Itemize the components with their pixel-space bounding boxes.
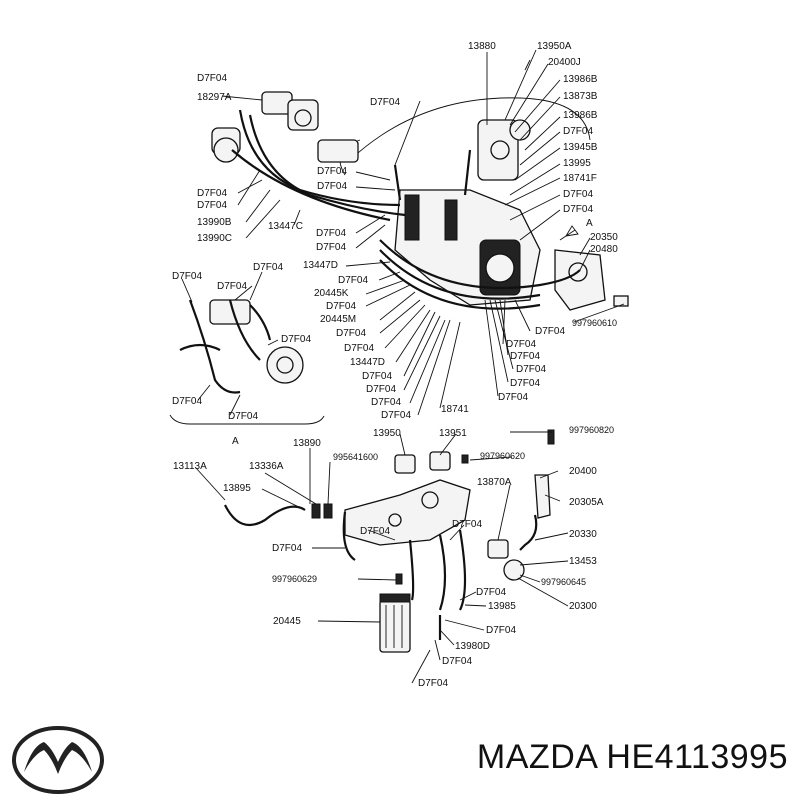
callout-label: A: [232, 436, 239, 447]
callout-label: D7F04: [281, 334, 311, 345]
callout-label: 997960645: [541, 577, 586, 587]
callout-label: 20445K: [314, 288, 349, 299]
callout-label: D7F04: [510, 378, 540, 389]
callout-label: 20445: [273, 616, 301, 627]
callout-label: 20305A: [569, 497, 604, 508]
callout-label: 997960620: [480, 451, 525, 461]
callout-label: 13447D: [350, 357, 385, 368]
callout-label: D7F04: [486, 625, 516, 636]
part-number: HE4113995: [606, 738, 788, 776]
callout-label: 13447D: [303, 260, 338, 271]
callout-label: 20480: [590, 244, 618, 255]
callout-label: 13880: [468, 41, 496, 52]
callout-label: 995641600: [333, 452, 378, 462]
callout-label: D7F04: [418, 678, 448, 689]
callout-label: D7F04: [172, 271, 202, 282]
callout-label: D7F04: [316, 242, 346, 253]
callout-label: 997960629: [272, 574, 317, 584]
main-assembly-drawing: [211, 59, 629, 311]
callout-label: 13995: [563, 158, 591, 169]
callout-label: D7F04: [510, 351, 540, 362]
callout-label: D7F04: [362, 371, 392, 382]
callout-label: D7F04: [516, 364, 546, 375]
callout-labels: D7F04 18297A D7F04 13880 13950A 20400J 1…: [172, 41, 618, 689]
callout-label: 13870A: [477, 477, 512, 488]
callout-label: D7F04: [381, 410, 411, 421]
callout-label: 13895: [223, 483, 251, 494]
callout-label: D7F04: [272, 543, 302, 554]
callout-label: 13950A: [537, 41, 572, 52]
callout-label: 20400J: [548, 57, 581, 68]
callout-label: 18741F: [563, 173, 597, 184]
callout-label: D7F04: [326, 301, 356, 312]
callout-label: D7F04: [563, 204, 593, 215]
callout-label: 13980D: [455, 641, 490, 652]
callout-label: 18297A: [197, 92, 232, 103]
callout-label: D7F04: [452, 519, 482, 530]
detail-a-drawing: [169, 299, 325, 425]
callout-label: D7F04: [498, 392, 528, 403]
callout-label: 13453: [569, 556, 597, 567]
callout-label: 13890: [293, 438, 321, 449]
callout-label: 20400: [569, 466, 597, 477]
callout-label: D7F04: [253, 262, 283, 273]
callout-label: D7F04: [366, 384, 396, 395]
callout-label: D7F04: [197, 188, 227, 199]
callout-label: D7F04: [344, 343, 374, 354]
callout-label: 13951: [439, 428, 467, 439]
callout-label: 13447C: [268, 221, 303, 232]
callout-label: 13990C: [197, 233, 232, 244]
callout-label: D7F04: [172, 396, 202, 407]
callout-label: 13986B: [563, 110, 598, 121]
callout-label: D7F04: [563, 126, 593, 137]
callout-label: D7F04: [506, 339, 536, 350]
leader-lines: [181, 49, 625, 684]
callout-label: 13990B: [197, 217, 232, 228]
callout-label: 997960820: [569, 425, 614, 435]
callout-label: D7F04: [442, 656, 472, 667]
callout-label: D7F04: [197, 73, 227, 84]
brand-name: MAZDA: [476, 738, 599, 776]
callout-label: 20350: [590, 232, 618, 243]
callout-label: D7F04: [563, 189, 593, 200]
callout-label: D7F04: [336, 328, 366, 339]
callout-label: 20445M: [320, 314, 356, 325]
callout-label: 13336A: [249, 461, 284, 472]
callout-label: 997960610: [572, 318, 617, 328]
callout-label: 20300: [569, 601, 597, 612]
callout-label: D7F04: [535, 326, 565, 337]
callout-label: D7F04: [371, 397, 401, 408]
callout-label: D7F04: [370, 97, 400, 108]
callout-label: 20330: [569, 529, 597, 540]
callout-label: 13113A: [173, 461, 207, 472]
callout-label: D7F04: [317, 166, 347, 177]
callout-label: D7F04: [217, 281, 247, 292]
callout-label: 18741: [441, 404, 469, 415]
callout-label: 13985: [488, 601, 516, 612]
mazda-logo-icon: [12, 726, 104, 794]
callout-label: D7F04: [197, 200, 227, 211]
callout-label: D7F04: [228, 411, 258, 422]
parts-diagram: D7F04 18297A D7F04 13880 13950A 20400J 1…: [169, 41, 629, 689]
callout-label: D7F04: [360, 526, 390, 537]
callout-label: D7F04: [476, 587, 506, 598]
callout-label: A: [586, 218, 593, 229]
callout-label: 13986B: [563, 74, 598, 85]
lower-assembly-drawing: [224, 429, 555, 653]
callout-label: 13950: [373, 428, 401, 439]
callout-label: D7F04: [317, 181, 347, 192]
callout-label: 13873B: [563, 91, 598, 102]
callout-label: 13945B: [563, 142, 598, 153]
callout-label: D7F04: [316, 228, 346, 239]
callout-label: D7F04: [338, 275, 368, 286]
